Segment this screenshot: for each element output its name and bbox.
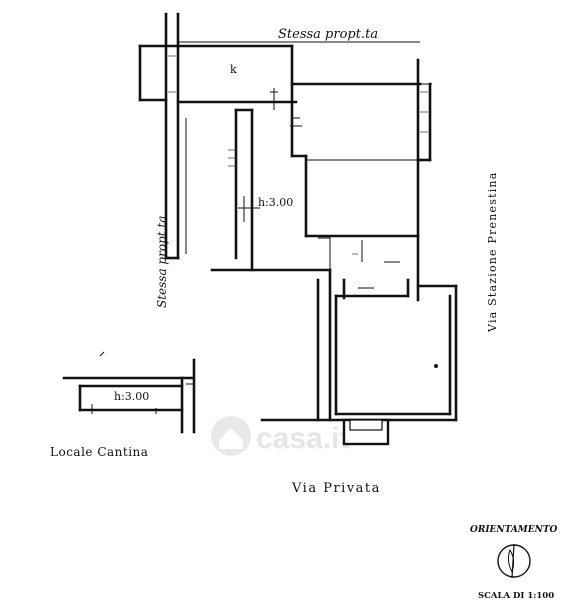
label-kitchen: k: [230, 63, 237, 76]
label-stessa-top: Stessa propt.ta: [278, 27, 378, 42]
house-in-circle-icon: [211, 416, 251, 456]
cellar-walls: [62, 351, 196, 434]
watermark-text: casa.it: [256, 422, 349, 455]
label-height-cellar: h:3.00: [114, 390, 149, 403]
label-locale-cantina: Locale Cantina: [50, 445, 148, 459]
main-walls: [138, 12, 458, 446]
label-via-stazione: Via Stazione Prenestina: [486, 172, 499, 333]
compass-circle-icon: [497, 543, 531, 579]
label-height-main: h:3.00: [258, 196, 293, 209]
label-via-privata: Via Privata: [291, 481, 381, 496]
label-scala: SCALA DI 1:100: [478, 591, 554, 600]
watermark: casa.it: [211, 416, 349, 456]
label-stessa-left: Stessa propt.ta: [155, 216, 169, 308]
label-orientamento: ORIENTAMENTO: [470, 525, 558, 535]
